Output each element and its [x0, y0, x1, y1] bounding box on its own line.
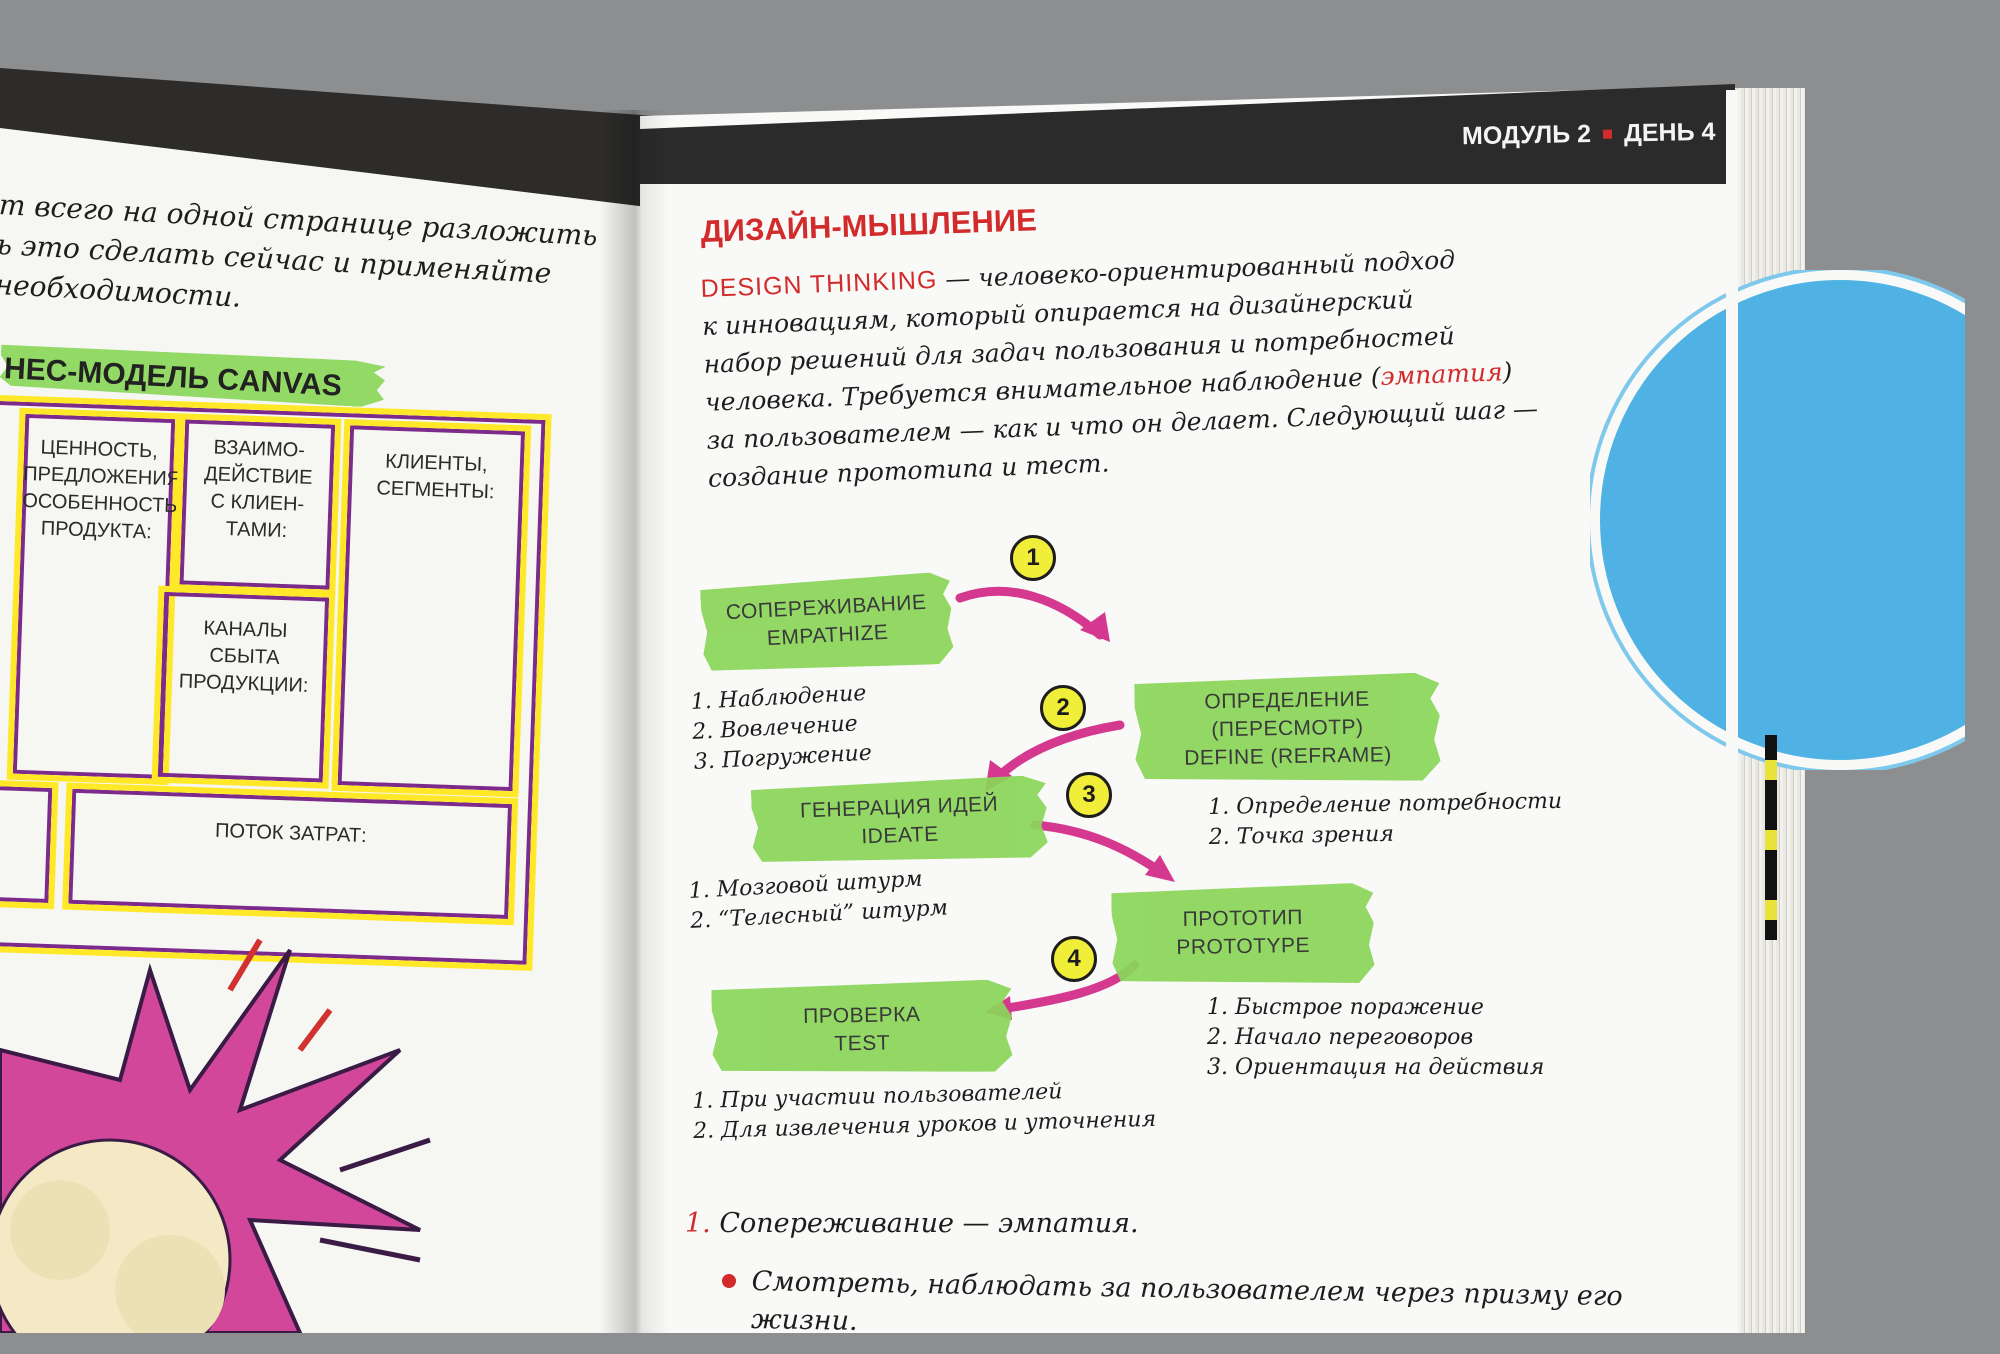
running-header: МОДУЛЬ 2 ДЕНЬ 4 — [1462, 118, 1716, 151]
list-item: 1. Быстрое поражение — [1207, 995, 1484, 1020]
arrow-2-icon — [990, 720, 1125, 785]
step-label-en: DEFINE (REFRAME) — [1184, 743, 1392, 770]
step-number-badge: 3 — [1066, 772, 1112, 818]
header-separator-icon — [1602, 129, 1613, 139]
bullet-text: Смотреть, наблюдать за пользователем чер… — [751, 1263, 1623, 1354]
bottom-point: 1. Сопереживание — эмпатия. — [685, 1208, 1139, 1239]
canvas-label-line: ПРОДУКЦИИ: — [178, 670, 309, 697]
list-item: 2. Точка зрения — [1208, 821, 1395, 850]
step-number-badge: 4 — [1051, 936, 1097, 982]
canvas-cell-relations: ВЗАИМО- ДЕЙСТВИЕ С КЛИЕН- ТАМИ: — [173, 413, 342, 596]
canvas-costs-label: ПОТОК ЗАТРАТ: — [214, 819, 368, 848]
header-day: ДЕНЬ 4 — [1623, 117, 1716, 148]
intro-line: ) — [1501, 356, 1513, 387]
canvas-cell-clients: КЛИЕНТЫ, СЕГМЕНТЫ: — [331, 419, 532, 798]
list-item: 2. Начало переговоров — [1207, 1025, 1474, 1050]
list-item: 1. Определение потребности — [1208, 788, 1563, 820]
arrow-1-icon — [955, 586, 1105, 640]
canvas-label-line: ПРОДУКТА: — [40, 517, 153, 544]
step-label-en: PROTOTYPE — [1176, 933, 1311, 960]
step-ideate-tag: ГЕНЕРАЦИЯ ИДЕЙ IDEATE — [751, 775, 1049, 867]
step-number-badge: 2 — [1040, 685, 1086, 731]
step-empathize-tag: СОПЕРЕЖИВАНИЕ EMPATHIZE — [700, 572, 954, 677]
explosion-illustration — [0, 938, 431, 1333]
step-define-tag: ОПРЕДЕЛЕНИЕ (ПЕРЕСМОТР) DEFINE (REFRAME) — [1134, 672, 1441, 785]
canvas-label-line: ДЕЙСТВИЕ — [203, 463, 313, 489]
canvas-cell-left-bottom — [0, 779, 59, 910]
arrow-3-icon — [1030, 820, 1170, 880]
step-number-badge: 1 — [1010, 535, 1056, 581]
header-module: МОДУЛЬ 2 — [1461, 119, 1592, 151]
canvas-cell-channels: КАНАЛЫ СБЫТА ПРОДУКЦИИ: — [151, 585, 336, 789]
empathy-word: эмпатия — [1379, 357, 1504, 391]
bottom-point-title: Сопереживание — эмпатия. — [719, 1208, 1139, 1239]
step-prototype-tag: ПРОТОТИП PROTOTYPE — [1111, 883, 1375, 988]
canvas-label-line: СЕГМЕНТЫ: — [376, 477, 495, 504]
page-right-strip — [1726, 90, 1738, 1333]
design-thinking-term: DESIGN THINKING — [700, 265, 938, 303]
step-prototype-list: 1. Быстрое поражение 2. Начало переговор… — [1207, 993, 1544, 1083]
step-test-list: 1. При участии пользователей 2. Для извл… — [692, 1075, 1157, 1147]
index-marks — [1765, 735, 1777, 940]
intro-paragraph: DESIGN THINKING — человеко-ориентированн… — [700, 237, 1568, 498]
step-test-tag: ПРОВЕРКА TEST — [711, 979, 1013, 1076]
bullet-dot-icon — [722, 1274, 736, 1288]
step-define-list: 1. Определение потребности 2. Точка зрен… — [1208, 787, 1563, 853]
canvas-cell-costs: ПОТОК ЗАТРАТ: — [62, 782, 519, 926]
bottom-point-number: 1. — [685, 1208, 711, 1239]
step-empathize-list: 1. Наблюдение 2. Вовлечение 3. Погружени… — [690, 679, 873, 778]
business-model-canvas: ЦЕННОСТЬ, ПРЕДЛОЖЕНИЯ, ОСОБЕННОСТЬ ПРОДУ… — [0, 394, 560, 984]
step-label-en: TEST — [834, 1031, 891, 1056]
canvas-label-line: ТАМИ: — [225, 517, 288, 543]
book-gutter-shadow — [600, 110, 670, 1333]
list-item: 3. Ориентация на действия — [1207, 1055, 1545, 1080]
